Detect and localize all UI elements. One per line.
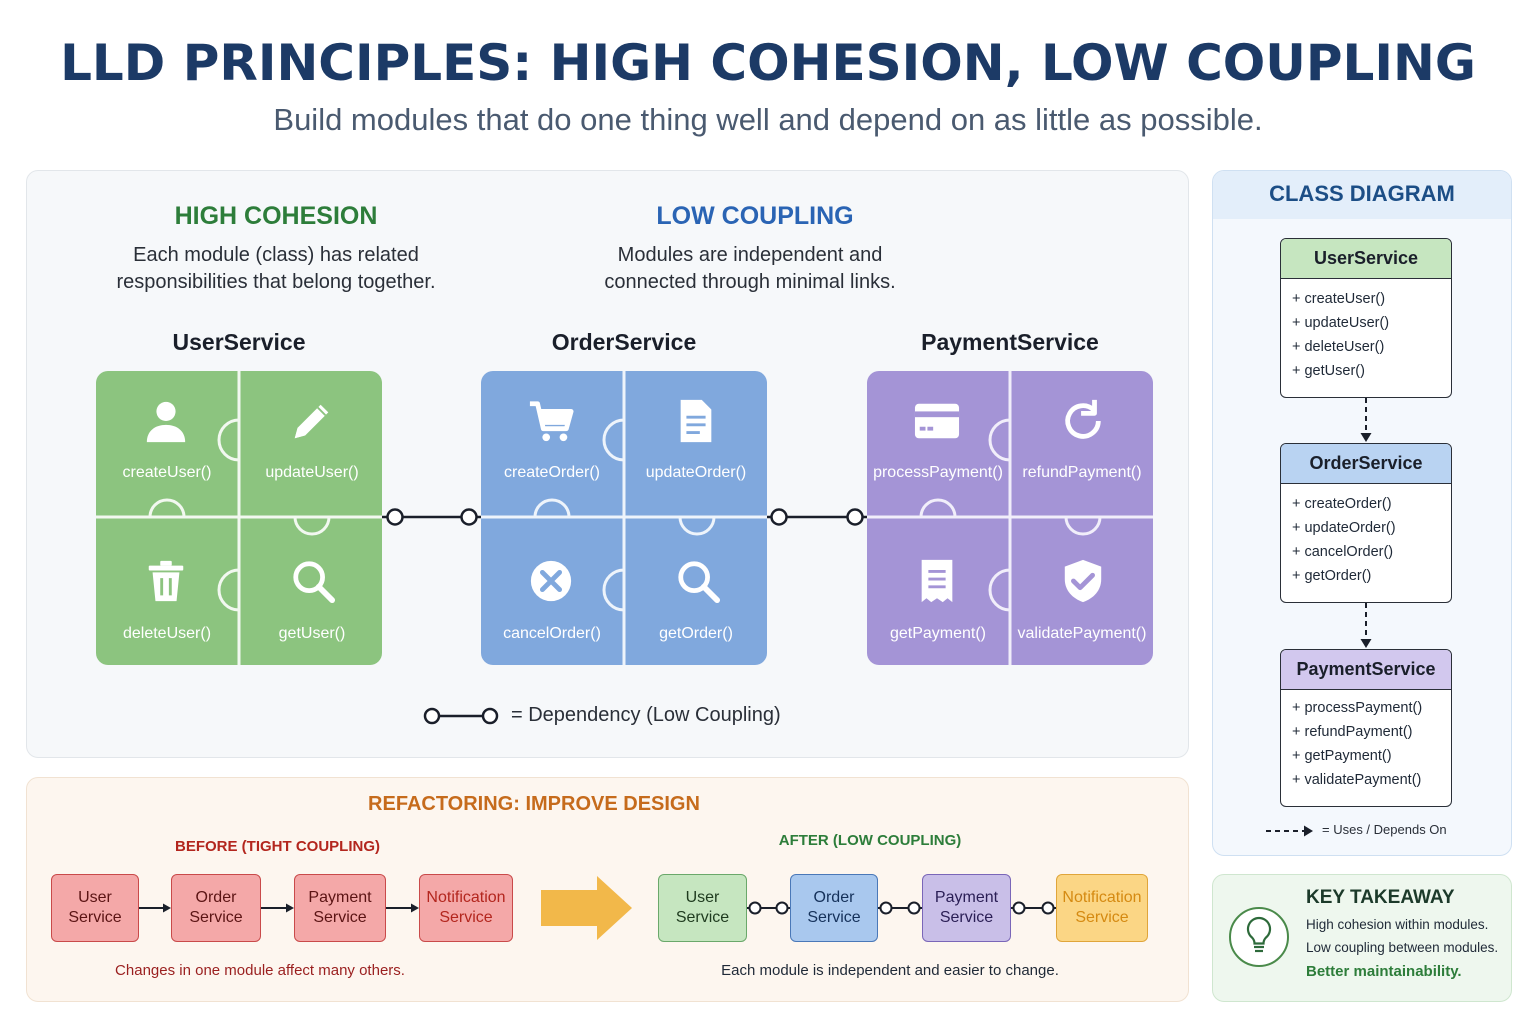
uml-method: + updateOrder() [1292,520,1396,536]
uml-class-user-service: UserService + createUser() + updateUser(… [1280,238,1452,398]
piece-label-getPayment: getPayment() [890,625,986,642]
uml-legend-text: = Uses / Depends On [1322,822,1447,837]
page-subtitle: Build modules that do one thing well and… [273,102,1263,137]
low-coupling-desc-line1: Modules are independent and [617,244,883,266]
uml-method: + processPayment() [1292,700,1423,716]
box-line2: Service [68,909,122,926]
dependency-connector-order-payment [767,508,867,526]
dependency-legend-symbol [423,707,499,725]
piece-label-refundPayment: refundPayment() [1022,464,1141,481]
uml-method: + getUser() [1292,363,1365,379]
box-line2: Service [675,909,730,926]
class-diagram-header [1213,171,1511,219]
box-line1: User [685,889,720,906]
receipt-icon [920,558,954,604]
high-cohesion-desc-line1: Each module (class) has related [133,244,419,266]
refactoring-title: REFACTORING: IMPROVE DESIGN [368,793,700,815]
piece-label-createOrder: createOrder() [504,464,600,481]
credit-card-icon [914,403,960,439]
box-line2: Service [189,909,243,926]
after-title: AFTER (LOW COUPLING) [778,832,962,849]
order-service-title: OrderService [551,329,697,355]
user-service-puzzle: createUser() updateUser() deleteUser() g… [96,371,382,665]
user-service-title: UserService [172,329,306,355]
uml-method: + getOrder() [1292,568,1372,584]
piece-label-processPayment: processPayment() [873,464,1003,481]
payment-service-puzzle: processPayment() refundPayment() getPaym… [867,371,1153,665]
box-line1: User [78,889,112,906]
low-coupling-description: Modules are independent and connected th… [580,242,920,296]
class-diagram-title: CLASS DIAGRAM [1269,181,1455,206]
piece-label-updateUser: updateUser() [265,464,358,481]
piece-label-getOrder: getOrder() [659,625,733,642]
uml-method-list: + createOrder() + updateOrder() + cancel… [1281,484,1451,588]
box-line2: Service [439,909,493,926]
before-title: BEFORE (TIGHT COUPLING) [175,838,380,855]
uml-method: + createUser() [1292,291,1386,307]
box-line1: Payment [934,889,999,906]
before-arrows [139,903,419,913]
box-line2: Service [807,909,861,926]
payment-service-title: PaymentService [921,329,1099,355]
uml-method: + getPayment() [1292,748,1392,764]
key-takeaway-line1: High cohesion within modules. [1306,917,1489,932]
page-title: LLD PRINCIPLES: HIGH COHESION, LOW COUPL… [60,34,1476,92]
box-line1: Notification [426,889,506,906]
uml-class-payment-service: PaymentService + processPayment() + refu… [1280,649,1452,807]
key-takeaway-title: KEY TAKEAWAY [1306,887,1455,908]
high-cohesion-title: HIGH COHESION [174,202,378,230]
dependency-connector-user-order [382,508,481,526]
key-takeaway-line2: Low coupling between modules. [1306,940,1499,955]
refactor-arrow-icon [541,876,632,940]
piece-label-deleteUser: deleteUser() [123,625,211,642]
piece-label-updateOrder: updateOrder() [646,464,747,481]
uml-dependency-arrows [1266,398,1372,837]
low-coupling-title: LOW COUPLING [656,202,854,230]
piece-label-cancelOrder: cancelOrder() [503,625,601,642]
uml-method: + deleteUser() [1292,339,1385,355]
uml-method-list: + processPayment() + refundPayment() + g… [1281,690,1451,792]
box-line1: Notification [1062,889,1142,906]
lightbulb-icon [1229,907,1289,967]
high-cohesion-description: Each module (class) has related responsi… [96,242,456,296]
after-note: Each module is independent and easier to… [721,962,1059,979]
box-line2: Service [939,909,994,926]
cancel-icon [531,561,571,601]
piece-label-getUser: getUser() [279,625,346,642]
uml-method: + refundPayment() [1292,724,1413,740]
low-coupling-desc-line2: connected through minimal links. [604,271,896,293]
box-line2: Service [313,909,367,926]
uml-method: + cancelOrder() [1292,544,1394,560]
after-connectors [747,901,1056,915]
piece-label-createUser: createUser() [123,464,212,481]
dependency-legend-text: = Dependency (Low Coupling) [511,704,781,726]
before-note: Changes in one module affect many others… [115,962,405,979]
box-line1: Order [195,889,237,906]
high-cohesion-desc-line2: responsibilities that belong together. [116,271,436,293]
box-line1: Payment [308,889,372,906]
uml-class-name: PaymentService [1281,650,1451,690]
uml-method: + createOrder() [1292,496,1392,512]
box-line1: Order [813,889,855,906]
uml-class-order-service: OrderService + createOrder() + updateOrd… [1280,443,1452,603]
key-takeaway-line3: Better maintainability. [1306,963,1462,980]
uml-method: + updateUser() [1292,315,1390,331]
piece-label-validatePayment: validatePayment() [1018,625,1147,642]
document-icon [679,398,713,444]
uml-method: + validatePayment() [1292,772,1422,788]
uml-class-name: OrderService [1281,444,1451,484]
box-line2: Service [1075,909,1129,926]
uml-method-list: + createUser() + updateUser() + deleteUs… [1281,279,1451,383]
uml-class-name: UserService [1281,239,1451,279]
order-service-puzzle: createOrder() updateOrder() cancelOrder(… [481,371,767,665]
